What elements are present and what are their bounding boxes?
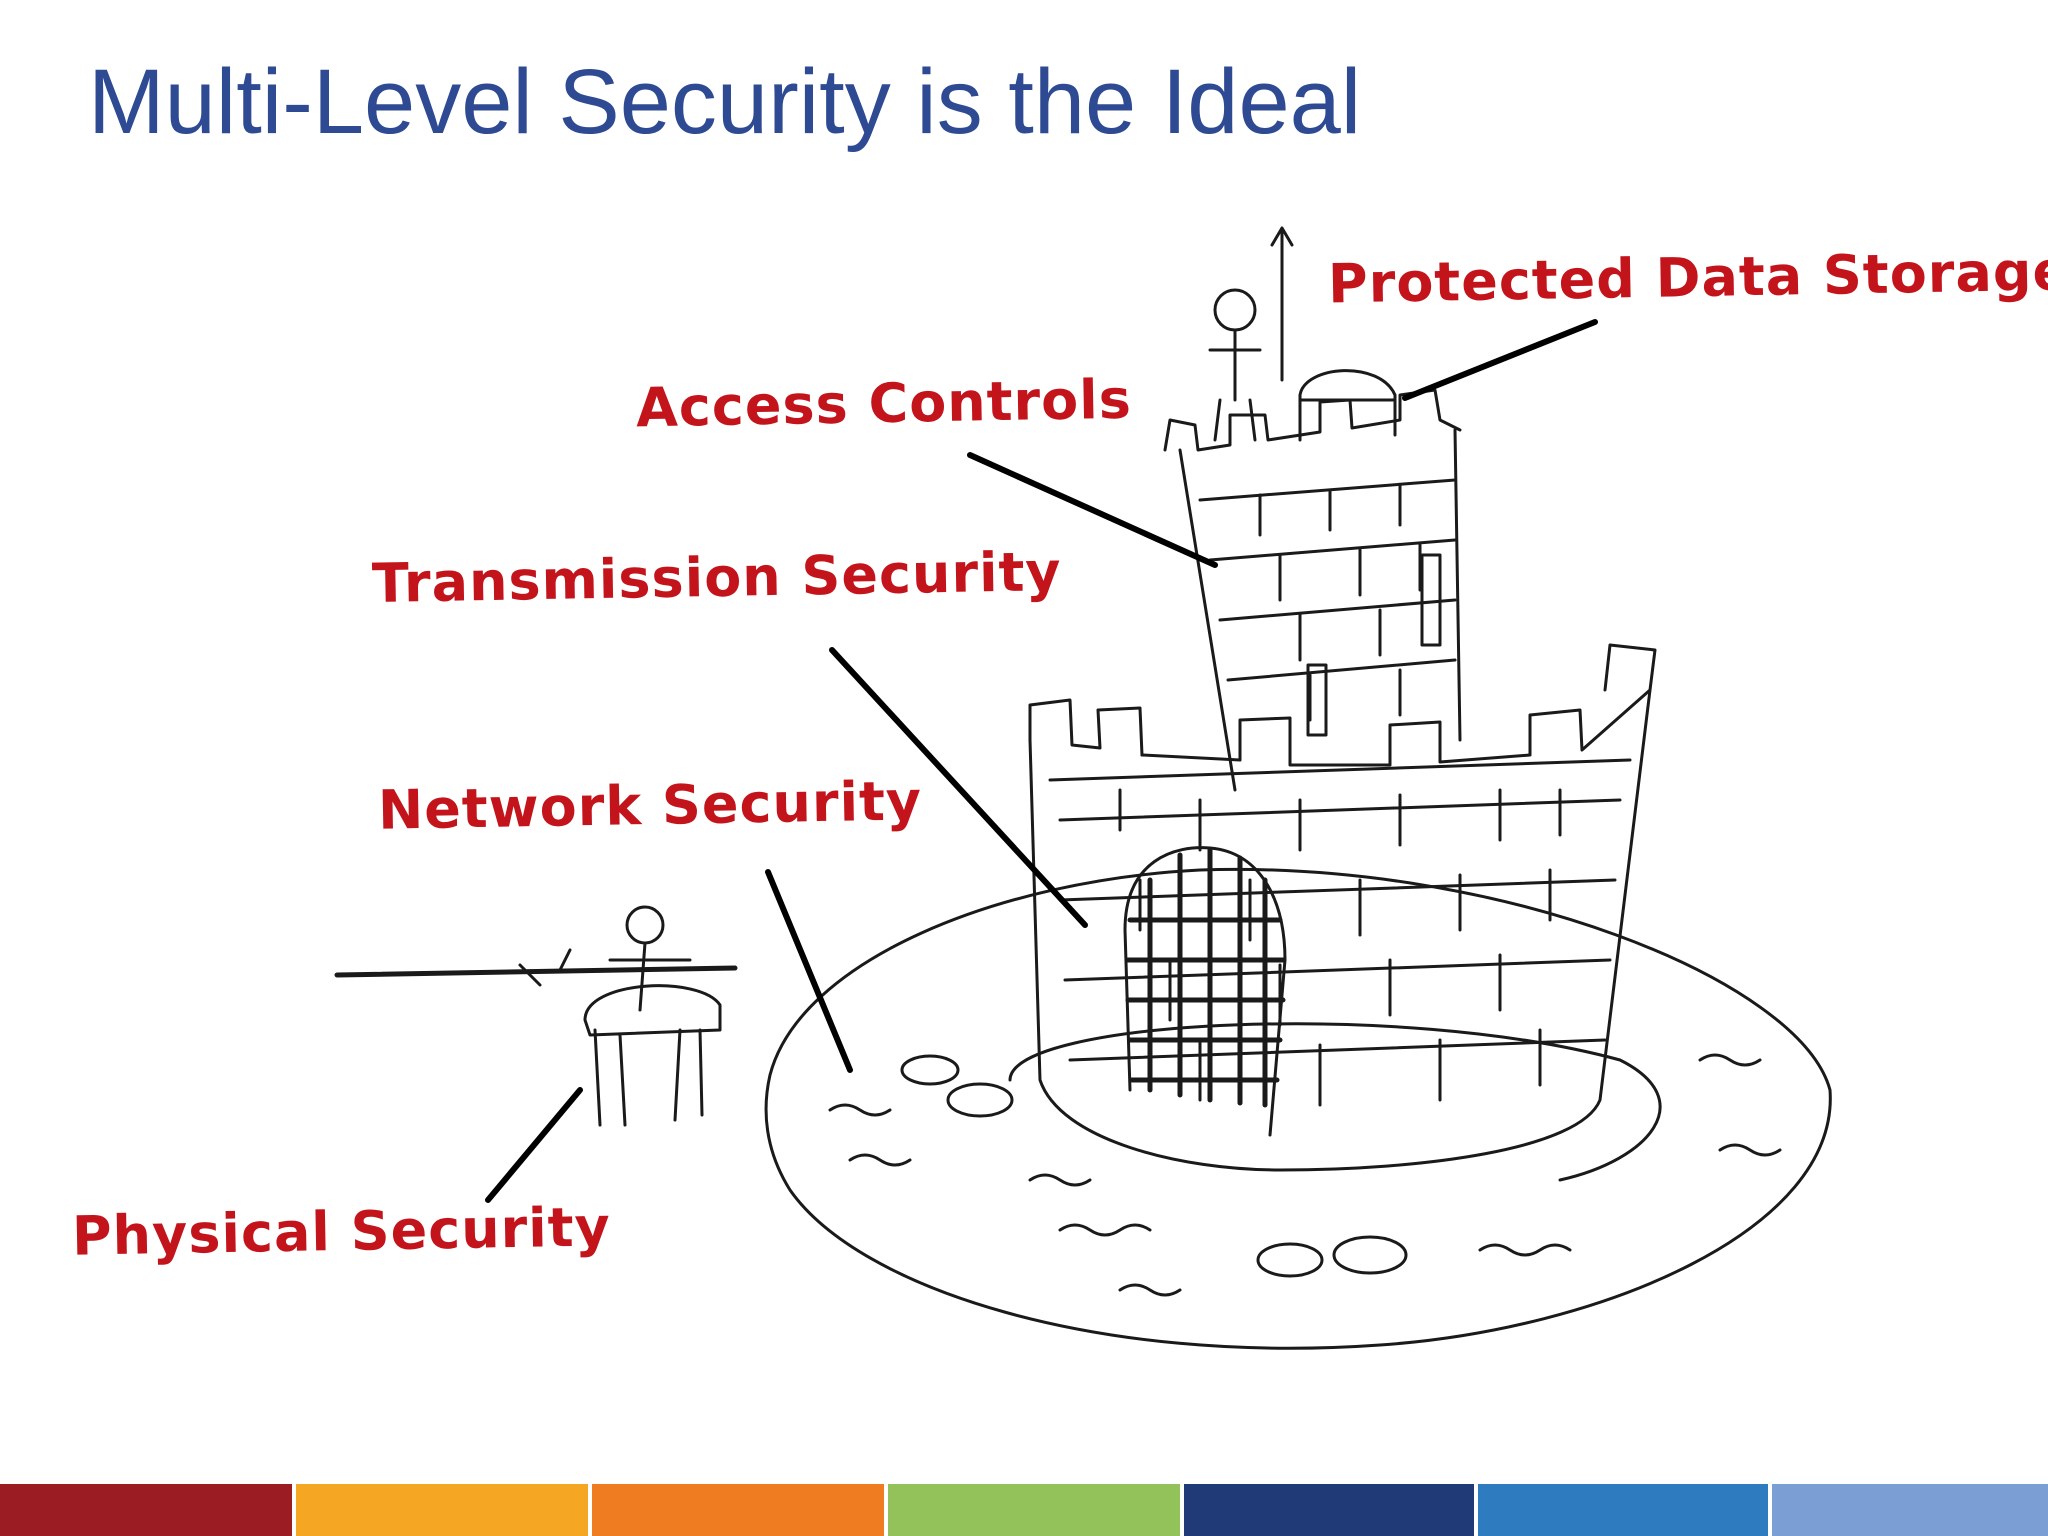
island-outline: [764, 867, 1832, 1350]
footer-bar-3: [592, 1484, 884, 1536]
label-physical-security: Physical Security: [71, 1195, 612, 1268]
label-protected-data-storage: Protected Data Storage: [1327, 239, 2048, 316]
label-access-controls: Access Controls: [635, 367, 1133, 440]
upper-tower: [1178, 428, 1462, 792]
pointer-physical: [485, 1087, 583, 1203]
footer-bar-2: [296, 1484, 588, 1536]
label-network-security: Network Security: [377, 769, 923, 842]
footer-bar-5: [1184, 1484, 1474, 1536]
pointer-network: [765, 869, 853, 1073]
pointer-access-controls: [967, 452, 1218, 568]
knight-on-horse: [583, 984, 722, 1127]
label-transmission-security: Transmission Security: [371, 539, 1063, 616]
moat-inner: [1008, 1022, 1662, 1182]
footer-bar-1: [0, 1484, 292, 1536]
slide-title: Multi-Level Security is the Ideal: [88, 51, 1362, 153]
pointer-transmission: [829, 647, 1088, 928]
main-tower: [1028, 688, 1652, 1172]
footer-bar-4: [888, 1484, 1180, 1536]
treasure-chest: [1298, 369, 1397, 442]
footer-bar-6: [1478, 1484, 1768, 1536]
footer-bar-7: [1772, 1484, 2048, 1536]
pointer-protected-data: [1402, 319, 1598, 401]
